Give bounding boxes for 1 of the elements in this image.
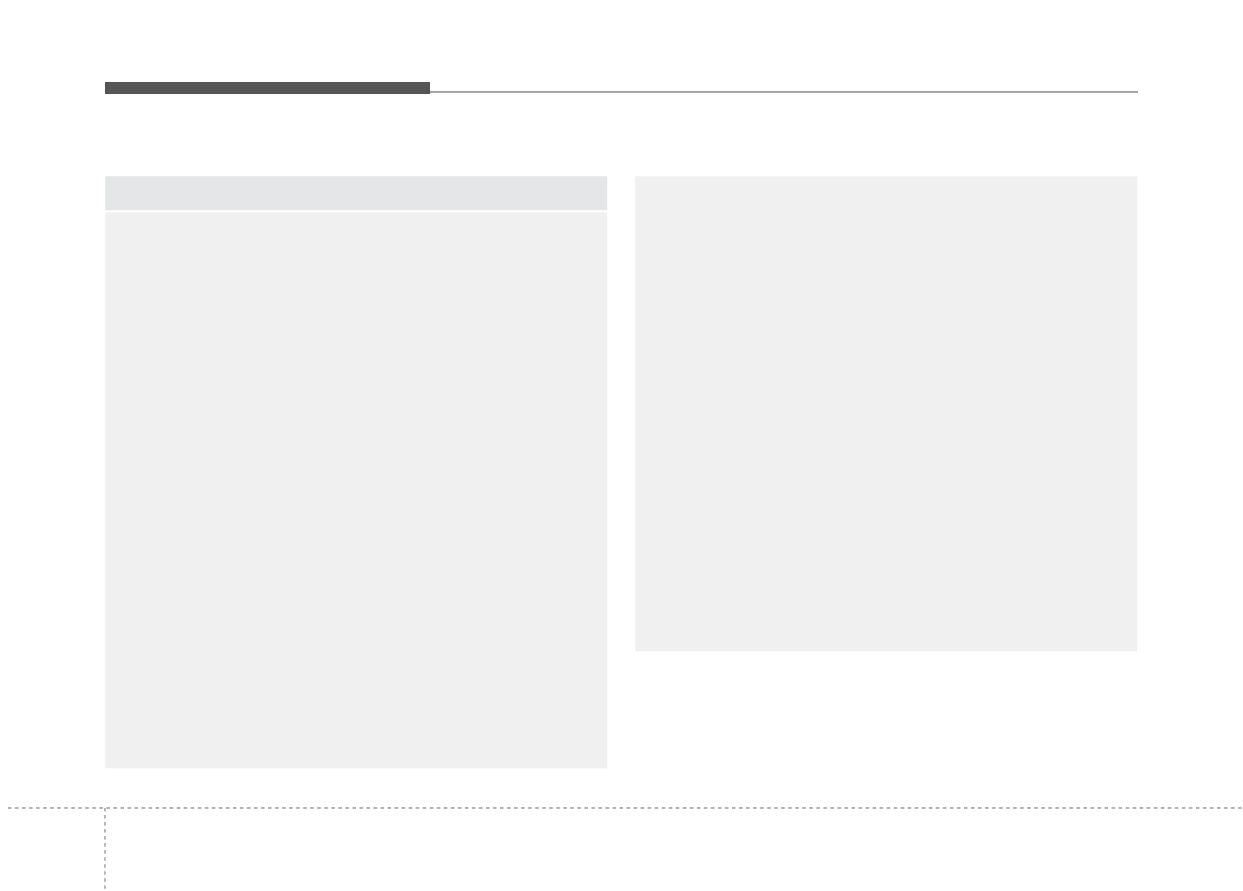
header-band — [105, 176, 608, 211]
